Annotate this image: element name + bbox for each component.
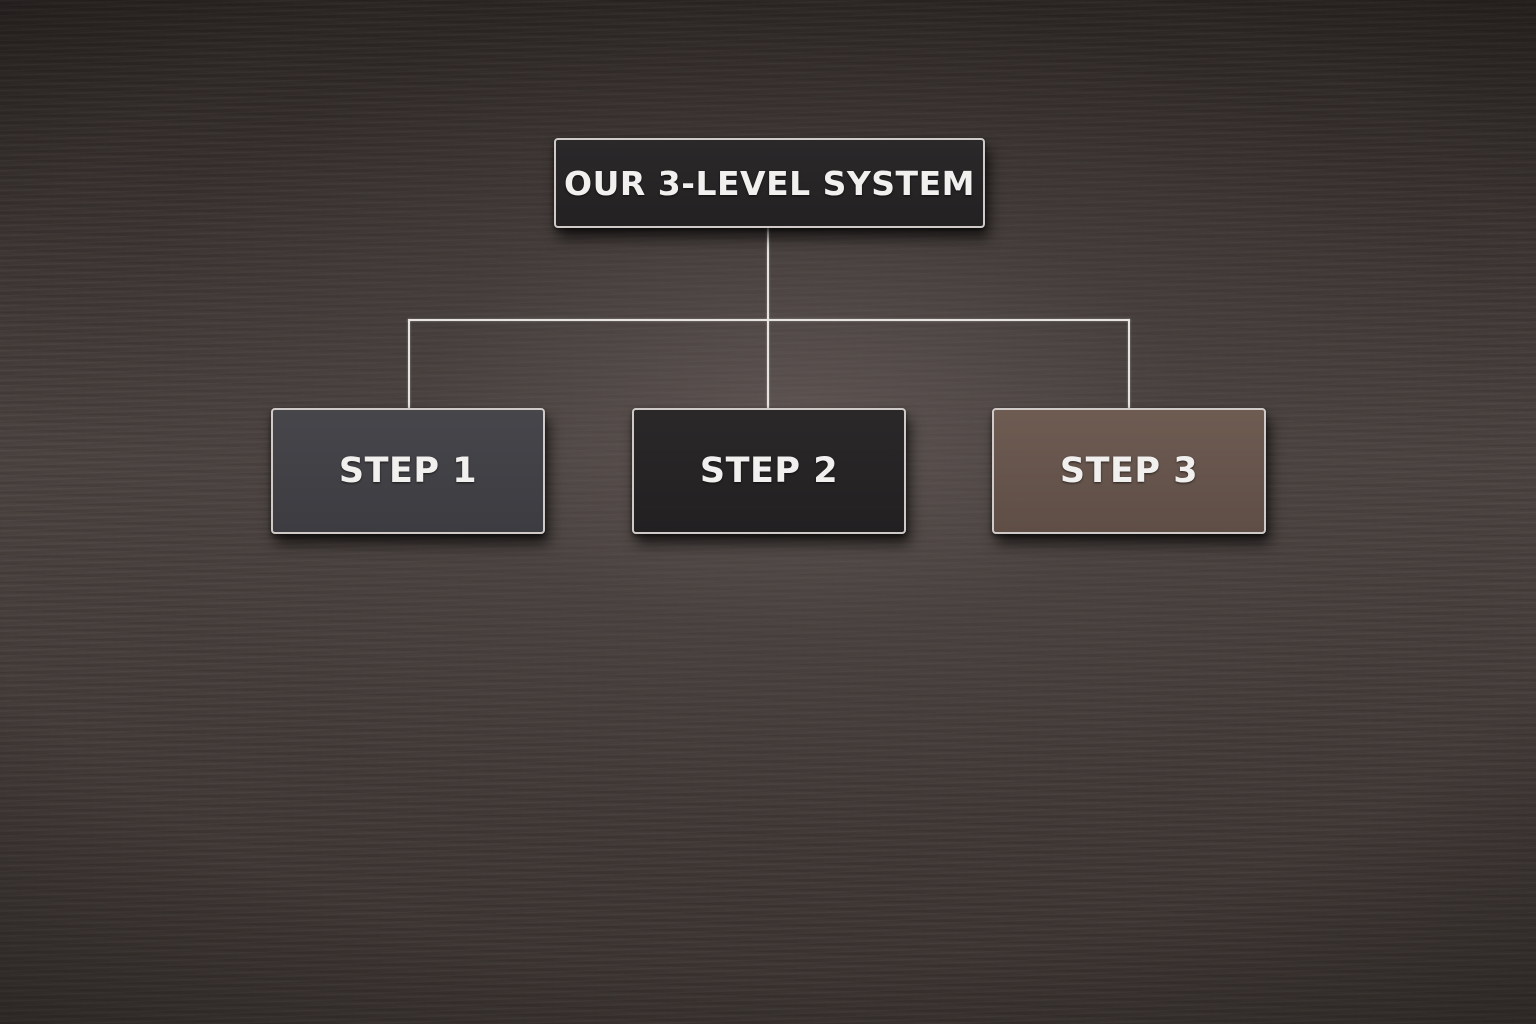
root-node: OUR 3-LEVEL SYSTEM — [554, 138, 985, 228]
connector-step-3 — [1128, 319, 1130, 409]
connector-step-1 — [408, 319, 410, 409]
step-2-label: STEP 2 — [699, 451, 839, 491]
step-3-label: STEP 3 — [1059, 451, 1199, 491]
step-3-node: STEP 3 — [992, 408, 1266, 534]
step-1-label: STEP 1 — [338, 451, 478, 491]
step-2-node: STEP 2 — [632, 408, 906, 534]
connector-horizontal-bar — [408, 319, 1130, 321]
step-1-node: STEP 1 — [271, 408, 545, 534]
connector-root-trunk — [767, 228, 769, 320]
root-node-label: OUR 3-LEVEL SYSTEM — [564, 163, 975, 203]
connector-step-2 — [767, 319, 769, 409]
